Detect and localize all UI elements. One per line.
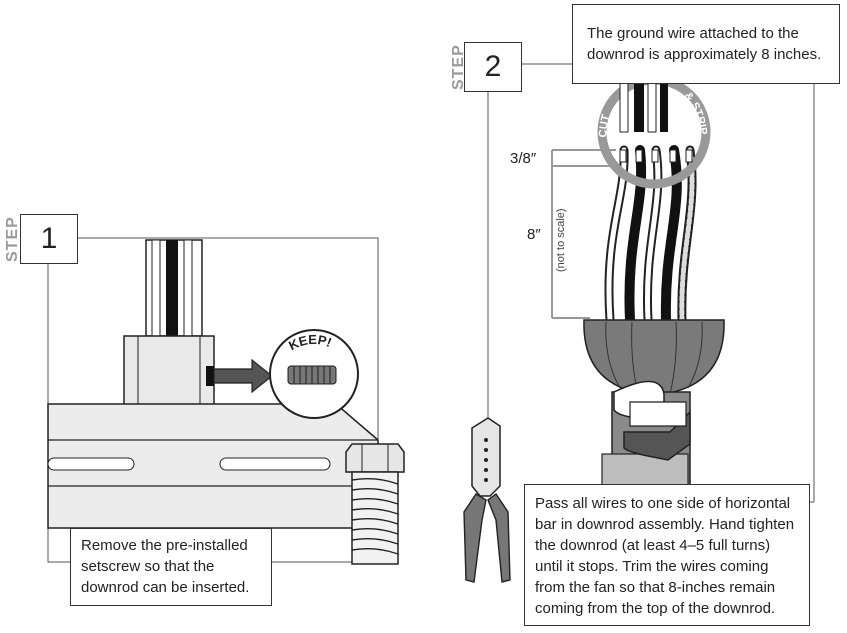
step2-top-note: The ground wire attached to the downrod … [572, 4, 840, 84]
step1-downrod-wires [145, 239, 203, 337]
step1-keep-circle: KEEP! [269, 329, 359, 419]
step2-cut-strip-circle: CUT & STRIP [597, 75, 711, 189]
step1-mounting-plate [47, 403, 379, 529]
step1-number: 1 [20, 214, 78, 264]
step1-collar [123, 335, 215, 409]
cut-label: CUT [597, 113, 612, 138]
dimension-long-label: 8″ [527, 226, 541, 243]
step2-caption: Pass all wires to one side of horizontal… [524, 484, 810, 626]
step1-caption: Remove the pre-installed setscrew so tha… [70, 528, 272, 606]
step2-number: 2 [464, 42, 522, 92]
setscrew-icon [287, 365, 337, 385]
dimension-short-label: 3/8″ [510, 150, 537, 167]
step1-bolt-icon [345, 443, 405, 565]
keep-label: KEEP! [286, 332, 333, 353]
step1-arrow [206, 358, 273, 394]
step2-pliers-icon [463, 417, 511, 583]
not-to-scale-note: (not to scale) [555, 208, 567, 272]
